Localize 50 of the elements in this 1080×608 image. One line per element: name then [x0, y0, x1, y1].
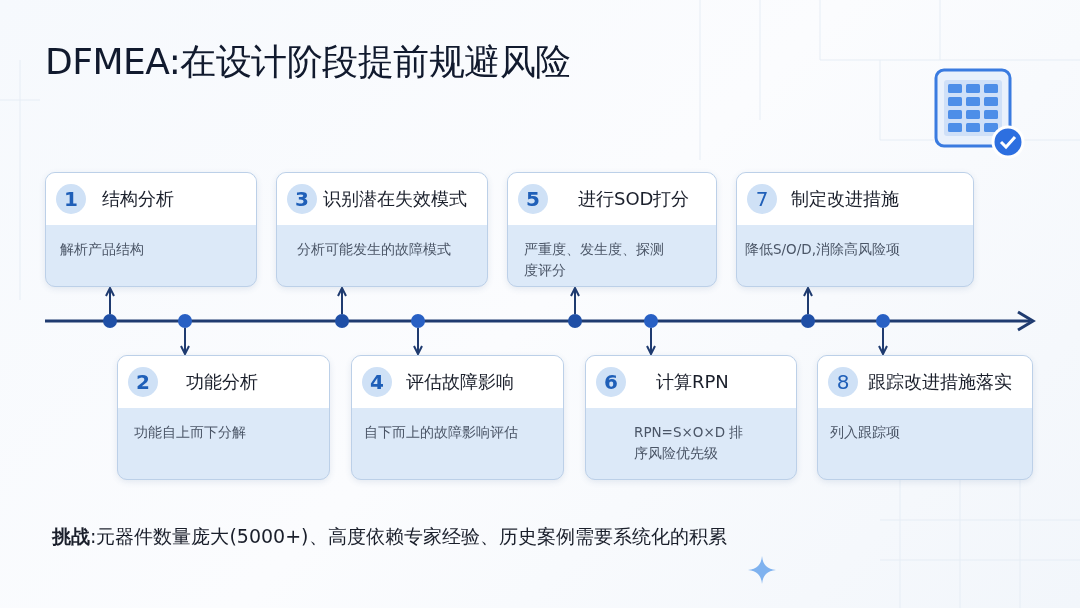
- step-description: 自下而上的故障影响评估: [363, 423, 519, 442]
- arrow: [646, 327, 656, 355]
- step-number: 4: [362, 367, 392, 397]
- step-number: 8: [828, 367, 858, 397]
- step-card: [117, 355, 330, 480]
- step-number: 2: [128, 367, 158, 397]
- timeline-dot: [411, 314, 425, 328]
- timeline-dot: [178, 314, 192, 328]
- timeline-dot: [801, 314, 815, 328]
- step-card: [45, 172, 257, 287]
- arrow: [180, 327, 190, 355]
- step-card: [736, 172, 974, 287]
- step-heading: 功能分析: [186, 370, 258, 394]
- arrow: [105, 287, 115, 315]
- step-number: 1: [56, 184, 86, 214]
- step-card: [276, 172, 488, 287]
- step-number: 7: [747, 184, 777, 214]
- arrow: [413, 327, 423, 355]
- step-description: 严重度、发生度、探测度评分: [523, 240, 665, 280]
- step-number: 6: [596, 367, 626, 397]
- title: DFMEA:在设计阶段提前规避风险: [45, 40, 571, 84]
- arrow: [878, 327, 888, 355]
- step-heading: 计算RPN: [656, 370, 729, 394]
- step-heading: 评估故障影响: [406, 370, 514, 394]
- timeline-dot: [103, 314, 117, 328]
- step-heading: 制定改进措施: [791, 187, 899, 211]
- step-description: 列入跟踪项: [829, 423, 901, 442]
- arrow: [570, 287, 580, 315]
- step-description: 降低S/O/D,消除高风险项: [744, 240, 901, 259]
- arrow: [337, 287, 347, 315]
- challenge-note: 挑战:元器件数量庞大(5000+)、高度依赖专家经验、历史案例需要系统化的积累: [52, 524, 727, 549]
- step-heading: 进行SOD打分: [578, 187, 690, 211]
- step-heading: 结构分析: [102, 187, 174, 211]
- step-description: RPN=S×O×D 排序风险优先级: [633, 423, 745, 463]
- timeline-dot: [568, 314, 582, 328]
- timeline-dot: [876, 314, 890, 328]
- step-card: [817, 355, 1033, 480]
- step-card: [507, 172, 717, 287]
- step-number: 3: [287, 184, 317, 214]
- step-card: [585, 355, 797, 480]
- timeline-dot: [644, 314, 658, 328]
- arrow: [803, 287, 813, 315]
- step-heading: 识别潜在失效模式: [323, 187, 467, 211]
- step-description: 功能自上而下分解: [133, 423, 247, 442]
- timeline-dot: [335, 314, 349, 328]
- step-number: 5: [518, 184, 548, 214]
- step-description: 分析可能发生的故障模式: [296, 240, 452, 259]
- step-heading: 跟踪改进措施落实: [868, 370, 1012, 394]
- step-description: 解析产品结构: [59, 240, 145, 259]
- step-card: [351, 355, 564, 480]
